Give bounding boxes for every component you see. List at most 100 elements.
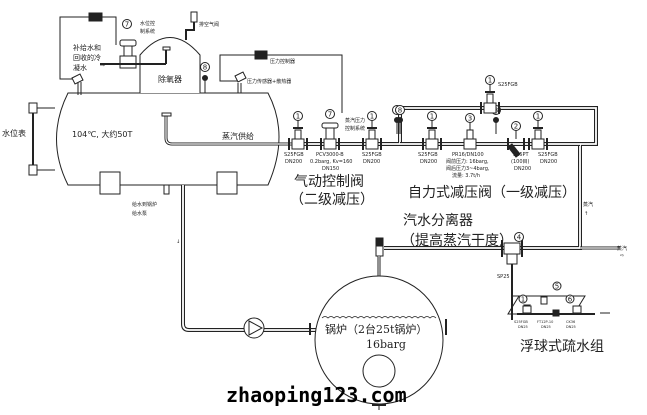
makeup-label-1: 补给水和 <box>73 43 101 52</box>
tag-7-text: 7 <box>328 111 332 119</box>
pressure-control-loop <box>219 50 343 113</box>
valve-label-s2-model: S25PT <box>513 152 530 158</box>
makeup-arrow-icon: ⇨ <box>100 61 106 69</box>
pressure-reducing-valve: 3 <box>463 113 477 150</box>
boiler-drum <box>314 275 447 410</box>
valve-label-p1-size: DN150 <box>322 166 339 172</box>
tag-1 <box>367 111 377 121</box>
valve-label-s3-model: S25FGB <box>538 152 558 158</box>
tank-pressure-gauge <box>200 62 210 93</box>
tag-1-text: 1 <box>488 77 492 85</box>
bypass-valve-label: S25FGB <box>498 82 518 88</box>
gate-valve-p0: 1 <box>288 111 308 150</box>
pneumatic-control-valve: 7 <box>320 109 340 150</box>
steam-supply-label: 蒸汽供给 <box>222 131 254 141</box>
valve-label-p2-model: S25FGB <box>362 152 382 158</box>
tag-1 <box>533 111 543 121</box>
trap-tag-5-text: 5 <box>555 283 559 291</box>
trap-valve-1-model: S25FGB <box>514 320 528 324</box>
pressure-sensor-label: 压力传感器+散热器 <box>247 78 291 85</box>
tag-8-tank-text: 8 <box>203 64 207 72</box>
valve-label-s1-detail-2: 阀后压力3~4barg, <box>446 165 490 172</box>
gate-valve-p1: 1 <box>362 111 382 150</box>
valve-label-p2-size: DN200 <box>363 159 380 165</box>
makeup-label-3: 凝水 <box>73 63 87 72</box>
tank-support-right <box>216 171 238 195</box>
water-level-gauge <box>28 102 55 176</box>
deaerator-dome-label: 除氧器 <box>158 74 182 84</box>
steam-pressure-control-label-1: 蒸汽压力 <box>345 117 365 124</box>
feedwater-label-1: 给水到锅炉 <box>132 201 157 208</box>
feed-pump <box>243 317 265 339</box>
gate-valve-s0: 1 <box>422 111 442 150</box>
steam-up-label: 蒸汽 <box>583 201 593 208</box>
tank-condition-label: 104℃, 大约50T <box>72 129 133 139</box>
flow-down-arrow-icon: ↓ <box>176 239 180 245</box>
trap-valve-3-model: CK36 <box>566 320 575 324</box>
trap-valve-1-size: DN25 <box>518 325 528 329</box>
tag-4-text: 4 <box>517 234 522 242</box>
self-acting-title: 自力式减压阀（一级减压） <box>408 185 576 201</box>
gauge-tag-text: 8 <box>398 107 402 115</box>
tag-1 <box>427 111 437 121</box>
boiler-pressure: 16barg <box>366 338 406 351</box>
pressure-controller-label: 压力控制器 <box>270 58 295 65</box>
tag-2-text: 2 <box>514 123 518 131</box>
valve-label-s2-detail: (100目) <box>511 159 529 165</box>
water-gauge-label: 水位表 <box>2 128 26 138</box>
trap-valve-2-size: DN25 <box>541 325 551 329</box>
trap-group-title: 浮球式疏水组 <box>520 339 604 355</box>
separator-model: SP25 <box>497 274 510 280</box>
trap-tag-6-text: 6 <box>568 296 573 304</box>
tag-3 <box>465 113 475 123</box>
trap-valve-3-size: DN25 <box>566 325 576 329</box>
trap-tag-6 <box>565 294 575 304</box>
tag-1-text: 1 <box>370 113 374 121</box>
valve-label-p0-model: S25FGB <box>284 152 304 158</box>
feedwater-outlet <box>163 184 170 195</box>
tag-7 <box>325 109 335 119</box>
steam-pressure-control-label-2: 控制系统 <box>345 125 365 132</box>
trap-tag-1 <box>518 294 528 304</box>
watermark: zhaoping123.com <box>226 383 407 407</box>
pneumatic-title-2: （二级减压） <box>290 192 374 208</box>
pressure-gauge-s0: 8 <box>395 105 405 134</box>
y-strainer: 2 <box>507 121 525 158</box>
makeup-label-2: 回收的冷 <box>73 53 101 62</box>
valve-label-p1-detail: 0.2barg, Kv=160 <box>310 159 352 165</box>
valve-label-s0-size: DN200 <box>420 159 437 165</box>
trap-tag-1-text: 1 <box>521 296 525 304</box>
boiler-label: 锅炉（2台25t锅炉） <box>325 322 427 336</box>
valve-label-s2-size: DN200 <box>514 166 531 172</box>
feedwater-pipe <box>181 185 316 332</box>
valve-label-p1-model: PCV3000-B <box>316 152 344 158</box>
tag-3-text: 3 <box>468 115 472 123</box>
vent-label: 排空气阀 <box>199 21 219 28</box>
self-acting-valve-group: 1382118 <box>395 75 548 158</box>
gate-valve-s3: 1 <box>528 111 548 150</box>
bypass-gate-valve: 1 <box>480 75 500 114</box>
air-vent-valve <box>185 11 198 40</box>
valve-label-s1-detail-3: 流量: 3.7t/h <box>452 172 480 179</box>
level-control-label-1: 水位控 <box>140 20 155 27</box>
steam-out-label: 蒸汽 <box>617 245 627 252</box>
deaerator-tank <box>56 37 280 195</box>
valve-label-s1-detail-1: 阀前压力: 16barg, <box>446 158 489 165</box>
trap-tag-5 <box>552 281 562 291</box>
steam-up-arrow-icon: ↑ <box>584 211 588 217</box>
tank-support-left <box>99 171 121 195</box>
tag-4 <box>514 232 524 242</box>
trap-valve-2-model: FT12P-10 <box>537 320 553 324</box>
level-controller-box <box>88 12 103 22</box>
separator-title-2: （提高蒸汽干度） <box>401 232 513 249</box>
pneumatic-title-1: 气动控制阀 <box>294 174 364 190</box>
level-control-loop <box>59 12 171 95</box>
separator-title-1: 汽水分离器 <box>403 212 473 229</box>
tag-1-text: 1 <box>296 113 300 121</box>
feedwater-label-2: 给水泵 <box>132 210 147 217</box>
level-control-label-2: 制系统 <box>140 28 155 35</box>
internal-steam-pipe <box>161 112 296 146</box>
tag-1 <box>293 111 303 121</box>
steam-trap-group <box>507 295 610 320</box>
